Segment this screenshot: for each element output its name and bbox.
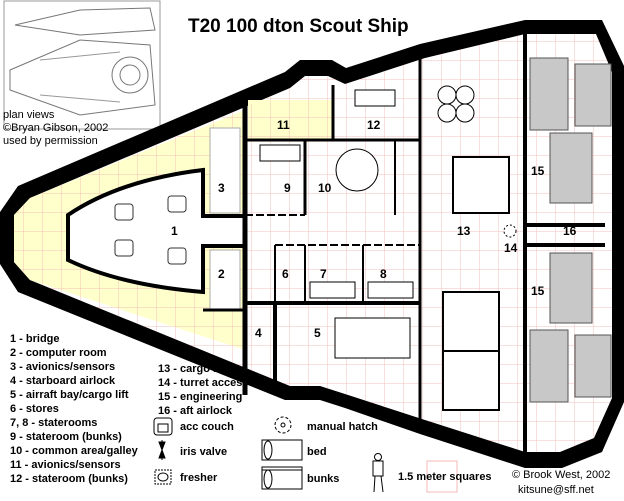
- acc-couch-icons: [114, 195, 187, 265]
- room-label-16: 16: [563, 224, 577, 238]
- legend-item: 3 - avionics/sensors: [10, 361, 115, 373]
- iris-valve-icon: [158, 440, 166, 460]
- legend-bed: bed: [307, 446, 327, 458]
- legend-item: 7, 8 - staterooms: [10, 417, 97, 429]
- room-label-8: 8: [380, 267, 387, 281]
- room-label-2: 2: [218, 267, 225, 281]
- legend-iris-valve: iris valve: [180, 446, 227, 458]
- inset-credit-line2: ©Bryan Gibson, 2002: [3, 122, 108, 134]
- room-labels: 1 2 3 4 5 6 7 8 9 10 11 12 13 14 15 15 1…: [171, 118, 577, 340]
- engineering-machinery: [529, 57, 612, 403]
- acc-couch-icon: [153, 417, 173, 436]
- room-label-14: 14: [504, 241, 518, 255]
- inset-credit-line1: plan views: [3, 109, 55, 121]
- inset-credit-line3: used by permission: [3, 135, 98, 147]
- legend-item: 1 - bridge: [10, 333, 60, 345]
- person-scale-icon: [372, 453, 384, 493]
- legend-manual-hatch: manual hatch: [307, 421, 378, 433]
- legend-bunks: bunks: [307, 473, 339, 485]
- legend-item: 6 - stores: [10, 403, 59, 415]
- legend-item: 4 - starboard airlock: [10, 375, 116, 387]
- legend-item: 15 - engineering: [158, 391, 242, 403]
- bunks-icon: [261, 466, 303, 490]
- room-label-3: 3: [218, 181, 225, 195]
- room-label-4: 4: [255, 326, 262, 340]
- legend-item: 10 - common area/galley: [10, 445, 139, 457]
- legend-item: 13 - cargo bay: [158, 363, 233, 375]
- symbol-legend: acc couch iris valve fresher manual hatc…: [153, 416, 492, 493]
- legend-item: 14 - turret access: [158, 377, 249, 389]
- legend-item: 16 - aft airlock: [158, 405, 233, 417]
- legend-acc-couch: acc couch: [180, 421, 234, 433]
- grid-square-sample: [426, 460, 458, 493]
- fresher-icon: [154, 469, 172, 485]
- room-label-9: 9: [284, 181, 291, 195]
- bed-icon: [261, 439, 303, 461]
- room-label-11: 11: [277, 118, 290, 132]
- legend-item: 12 - stateroom (bunks): [10, 473, 128, 485]
- room-label-13: 13: [457, 224, 471, 238]
- room-label-15a: 15: [531, 164, 545, 178]
- room-label-15b: 15: [531, 284, 545, 298]
- manual-hatch-icon: [274, 416, 292, 434]
- inset-plan-view: [3, 0, 161, 130]
- room-legend: 1 - bridge 2 - computer room 3 - avionic…: [10, 333, 249, 485]
- room-label-6: 6: [282, 267, 289, 281]
- legend-item: 9 - stateroom (bunks): [10, 431, 122, 443]
- interior-walls: [242, 30, 605, 455]
- room-label-7: 7: [320, 267, 327, 281]
- legend-item: 5 - airraft bay/cargo lift: [10, 389, 129, 401]
- legend-fresher: fresher: [180, 472, 218, 484]
- room-label-1: 1: [171, 224, 178, 238]
- room-label-12: 12: [367, 118, 381, 132]
- copyright: © Brook West, 2002: [512, 469, 610, 481]
- room-label-10: 10: [318, 181, 332, 195]
- room-label-5: 5: [314, 326, 321, 340]
- legend-item: 11 - avionics/sensors: [10, 459, 121, 471]
- email: kitsune@sff.net: [518, 484, 594, 496]
- furniture: [259, 85, 517, 411]
- scale-label: 1.5 meter squares: [398, 471, 492, 483]
- legend-item: 2 - computer room: [10, 347, 107, 359]
- page-title: T20 100 dton Scout Ship: [188, 16, 409, 37]
